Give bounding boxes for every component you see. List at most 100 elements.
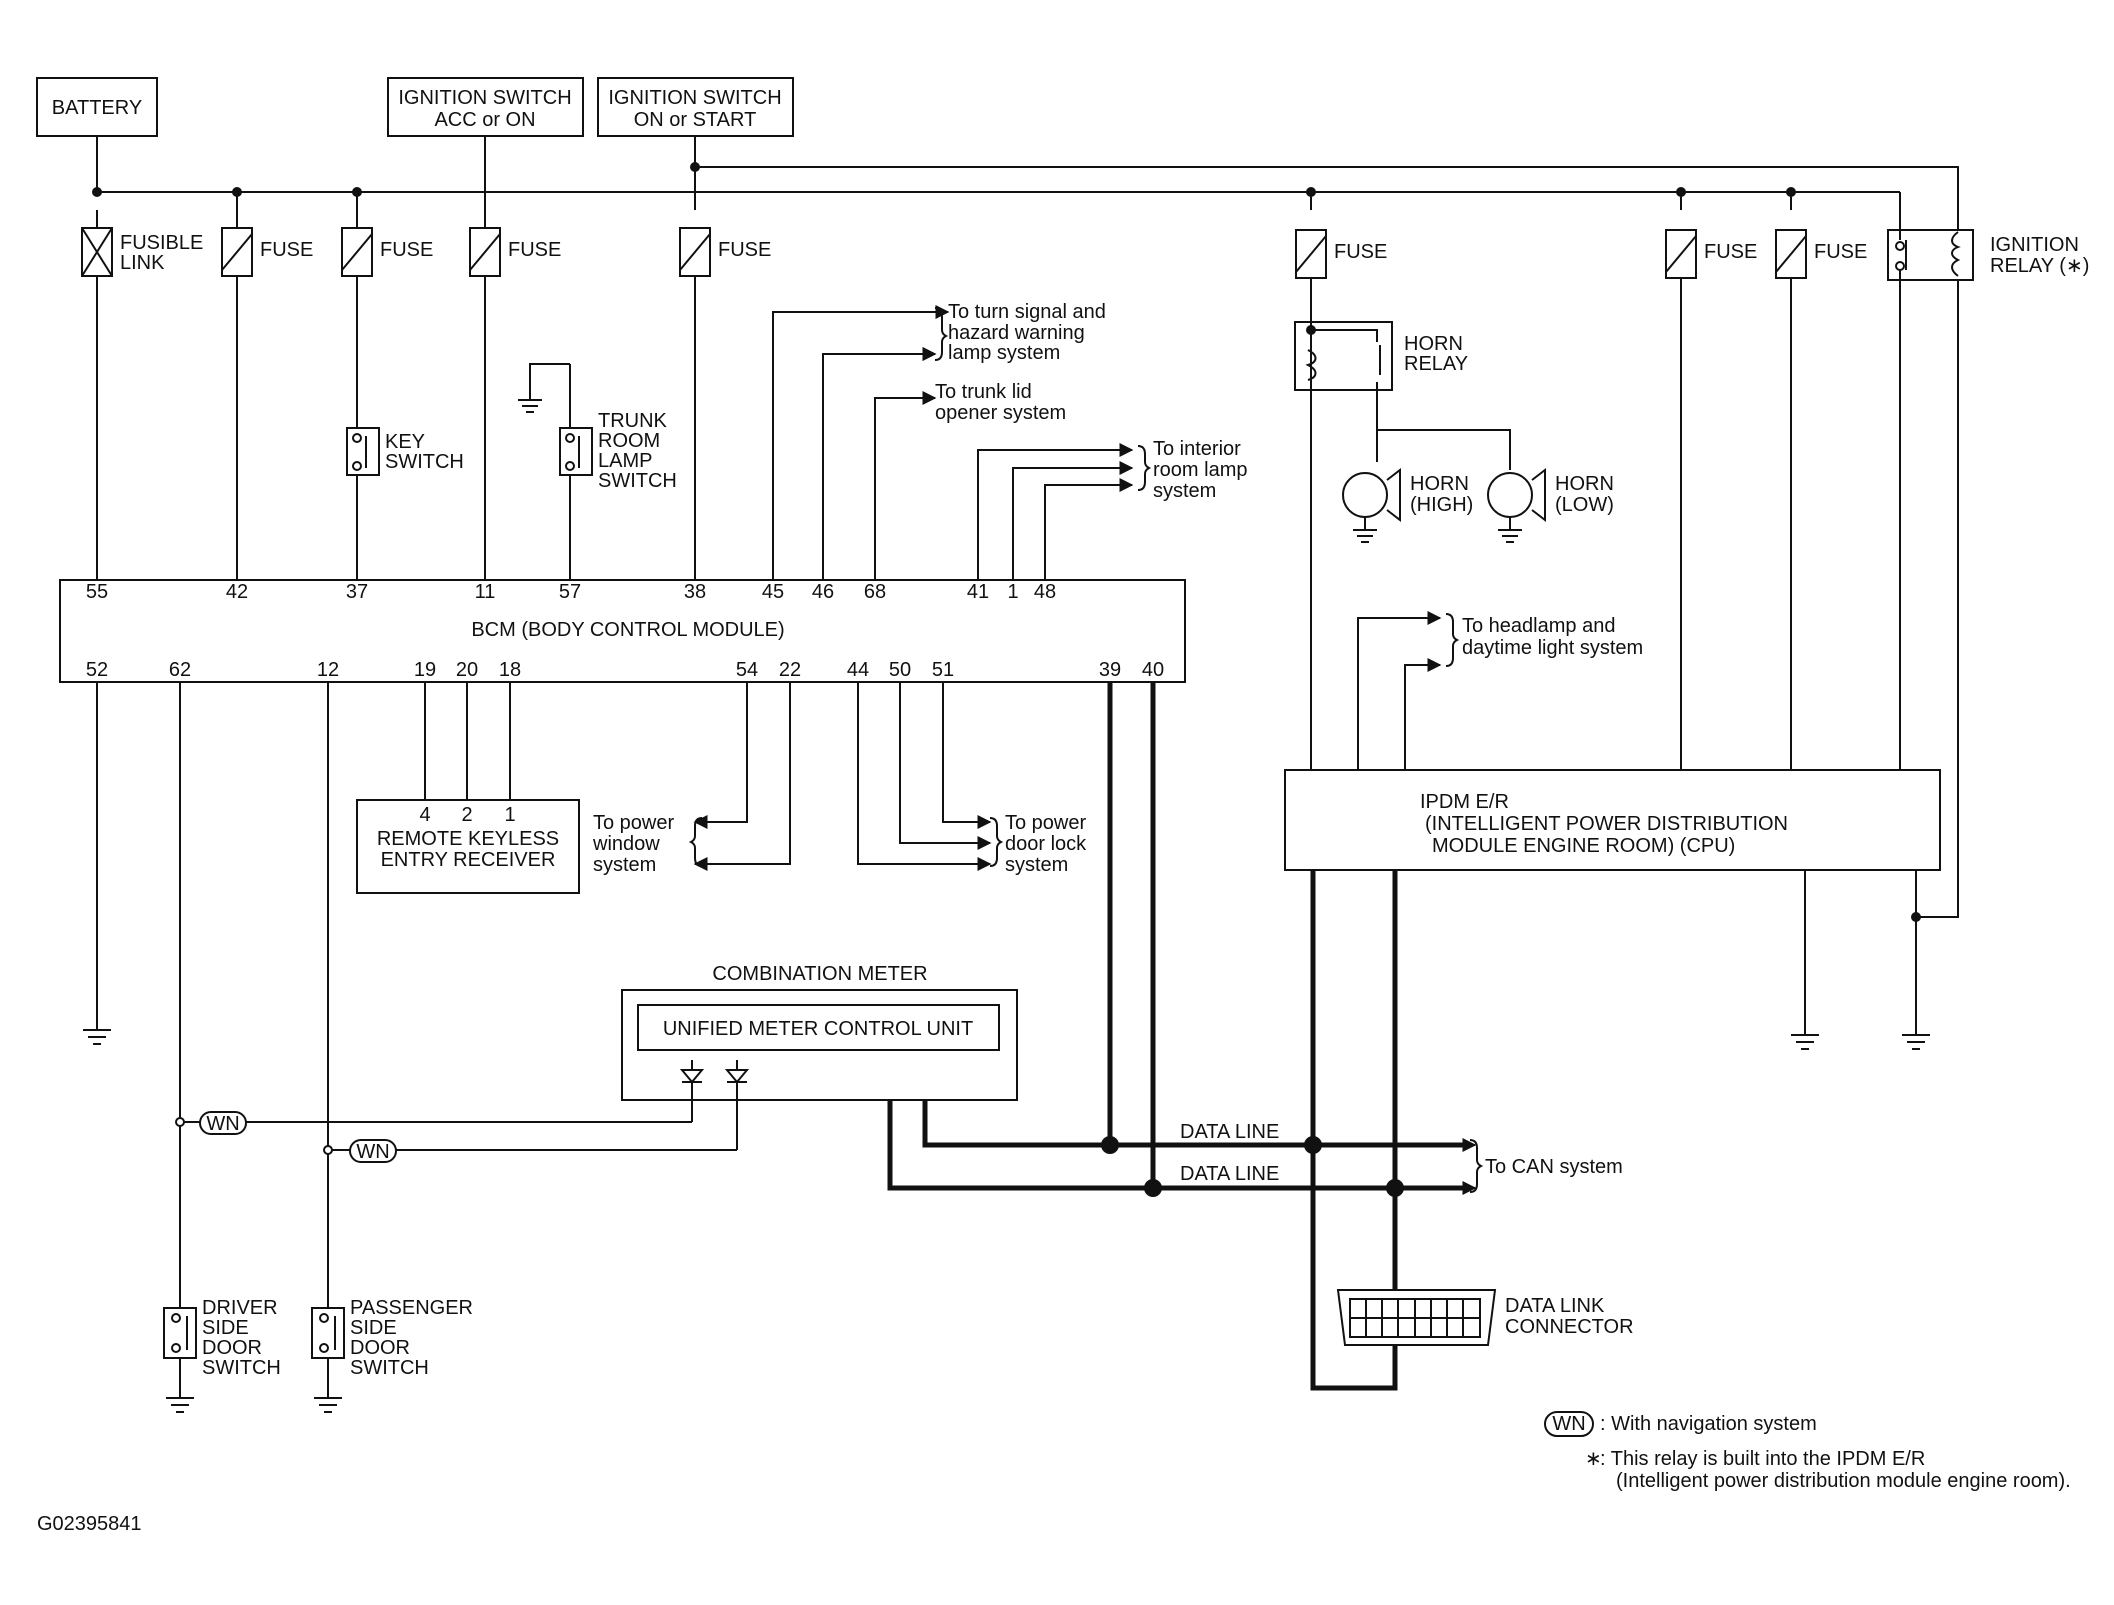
svg-text:FUSE: FUSE	[718, 239, 771, 261]
horn-relay: HORN RELAY	[1294, 278, 1511, 770]
fuse-11: FUSE	[469, 227, 561, 277]
headlamp-wires	[1357, 617, 1440, 770]
svg-text:CONNECTOR: CONNECTOR	[1505, 1316, 1634, 1338]
svg-text:COMBINATION METER: COMBINATION METER	[712, 963, 927, 985]
svg-text:LINK: LINK	[120, 252, 165, 274]
fuse-42: FUSE	[221, 210, 313, 277]
fuse-ipdm-1: FUSE	[1665, 229, 1757, 279]
wn-badge-1: WN	[199, 1111, 247, 1135]
svg-text:46: 46	[812, 581, 834, 603]
svg-text:37: 37	[346, 581, 368, 603]
svg-text:62: 62	[169, 659, 191, 681]
svg-text:ROOM: ROOM	[598, 430, 660, 452]
svg-text:54: 54	[736, 659, 758, 681]
svg-text:To CAN system: To CAN system	[1485, 1156, 1623, 1178]
svg-text:2: 2	[461, 804, 472, 826]
bcm-top-wires	[96, 276, 696, 580]
svg-text:FUSE: FUSE	[1704, 241, 1757, 263]
power-window-label: To power window system	[592, 812, 703, 876]
svg-text:BCM (BODY CONTROL MODULE): BCM (BODY CONTROL MODULE)	[471, 619, 784, 641]
trunk-room-lamp-switch: TRUNK ROOM LAMP SWITCH	[518, 363, 677, 580]
svg-text:FUSE: FUSE	[380, 239, 433, 261]
svg-text:TRUNK: TRUNK	[598, 410, 668, 432]
trunk-lid-wire	[874, 391, 937, 580]
svg-text:hazard warning: hazard warning	[948, 322, 1085, 344]
svg-text:room lamp: room lamp	[1153, 459, 1247, 481]
svg-text:window: window	[592, 833, 660, 855]
svg-text:48: 48	[1034, 581, 1056, 603]
svg-text:11: 11	[475, 581, 496, 603]
svg-text:45: 45	[762, 581, 784, 603]
battery-bus	[96, 136, 1901, 210]
svg-text:UNIFIED METER CONTROL UNIT: UNIFIED METER CONTROL UNIT	[663, 1018, 973, 1040]
bcm: BCM (BODY CONTROL MODULE) 55 42 37 11 57…	[59, 579, 1186, 683]
svg-text:HORN: HORN	[1404, 333, 1463, 355]
combination-meter: COMBINATION METER UNIFIED METER CONTROL …	[621, 963, 1018, 1150]
svg-text:KEY: KEY	[385, 431, 425, 453]
svg-text:42: 42	[226, 581, 248, 603]
ignition-on-bus	[694, 136, 1959, 918]
can-bus-40	[887, 682, 1465, 1191]
svg-text:(Intelligent power distributio: (Intelligent power distribution module e…	[1616, 1470, 2071, 1492]
fuse-37: FUSE	[341, 210, 433, 277]
svg-text:(INTELLIGENT POWER DISTRIBUTIO: (INTELLIGENT POWER DISTRIBUTION	[1425, 813, 1788, 835]
legend: WN : With navigation system ∗ : This rel…	[1544, 1411, 2071, 1492]
svg-text:SWITCH: SWITCH	[598, 470, 677, 492]
passenger-side-door-switch: PASSENGER SIDE DOOR SWITCH	[311, 1297, 473, 1413]
svg-text:20: 20	[456, 659, 478, 681]
svg-text:system: system	[1153, 480, 1216, 502]
svg-text:(HIGH): (HIGH)	[1410, 494, 1473, 516]
svg-text:55: 55	[86, 581, 108, 603]
svg-text:40: 40	[1142, 659, 1164, 681]
dlc-bus	[1310, 870, 1398, 1391]
svg-text:22: 22	[779, 659, 801, 681]
svg-text:To headlamp and: To headlamp and	[1462, 615, 1615, 637]
svg-text:REMOTE KEYLESS: REMOTE KEYLESS	[377, 828, 559, 850]
battery: BATTERY	[36, 77, 158, 137]
svg-text:SWITCH: SWITCH	[202, 1357, 281, 1379]
power-door-lock-label: To power door lock system	[989, 812, 1087, 876]
turn-signal-brace: To turn signal and hazard warning lamp s…	[934, 301, 1106, 364]
svg-text:52: 52	[86, 659, 108, 681]
svg-text:DOOR: DOOR	[202, 1337, 262, 1359]
figure-code: G02395841	[37, 1513, 142, 1535]
svg-text:12: 12	[317, 659, 339, 681]
svg-text:HORN: HORN	[1410, 473, 1469, 495]
svg-text:18: 18	[499, 659, 521, 681]
data-line-label-1: DATA LINE	[1180, 1121, 1279, 1143]
svg-text:FUSE: FUSE	[260, 239, 313, 261]
svg-text:PASSENGER: PASSENGER	[350, 1297, 473, 1319]
svg-text:FUSIBLE: FUSIBLE	[120, 232, 203, 254]
svg-text:38: 38	[684, 581, 706, 603]
remote-keyless-entry-receiver: 4 2 1 REMOTE KEYLESS ENTRY RECEIVER	[356, 799, 580, 894]
svg-text:system: system	[593, 854, 656, 876]
horn-low: HORN (LOW)	[1487, 467, 1614, 543]
svg-text:: This relay is built into the: : This relay is built into the IPDM E/R	[1600, 1448, 1925, 1470]
svg-text:RELAY (∗): RELAY (∗)	[1990, 255, 2089, 277]
svg-text:RELAY: RELAY	[1404, 353, 1468, 375]
svg-text:SIDE: SIDE	[202, 1317, 249, 1339]
ignition-switch-on: IGNITION SWITCH ON or START	[597, 77, 794, 137]
svg-text:68: 68	[864, 581, 886, 603]
svg-text:To turn signal and: To turn signal and	[948, 301, 1106, 323]
svg-text:To power: To power	[1005, 812, 1086, 834]
fuse-38: FUSE	[679, 227, 771, 277]
svg-text:lamp system: lamp system	[948, 342, 1060, 364]
receiver-wires	[424, 682, 511, 800]
svg-text:FUSE: FUSE	[1814, 241, 1867, 263]
svg-text:(LOW): (LOW)	[1555, 494, 1614, 516]
ipdm-grounds	[1791, 870, 1930, 1050]
svg-text:SWITCH: SWITCH	[385, 451, 464, 473]
can-bus-39	[922, 682, 1465, 1148]
svg-text:WN: WN	[206, 1113, 239, 1135]
svg-text:WN: WN	[356, 1141, 389, 1163]
svg-text:DATA LINK: DATA LINK	[1505, 1295, 1605, 1317]
svg-text:SWITCH: SWITCH	[350, 1357, 429, 1379]
svg-text:IPDM E/R: IPDM E/R	[1420, 791, 1509, 813]
svg-text:daytime light system: daytime light system	[1462, 637, 1643, 659]
svg-text:19: 19	[414, 659, 436, 681]
svg-text:HORN: HORN	[1555, 473, 1614, 495]
turn-signal-wires	[772, 311, 948, 580]
data-link-connector: DATA LINK CONNECTOR	[1336, 1289, 1634, 1346]
